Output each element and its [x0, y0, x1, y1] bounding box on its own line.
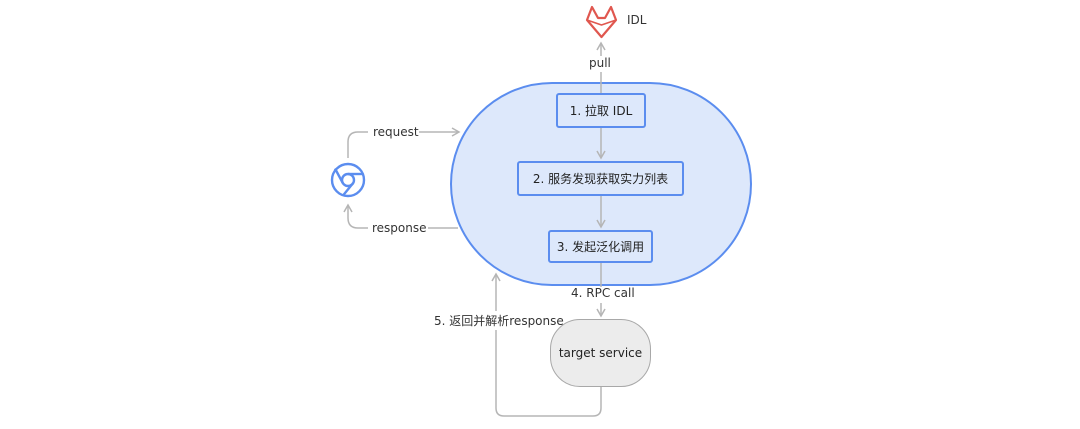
- idl-label: IDL: [627, 13, 647, 27]
- step-fetch-idl[interactable]: 1. 拉取 IDL: [556, 93, 646, 128]
- target-service-node[interactable]: target service: [550, 319, 651, 387]
- gitlab-icon: [585, 5, 618, 39]
- request-arrow: [347, 132, 459, 158]
- chrome-icon: [330, 162, 366, 198]
- return-arrow: [496, 274, 602, 417]
- step-service-discovery[interactable]: 2. 服务发现获取实力列表: [517, 161, 684, 196]
- step-generic-call[interactable]: 3. 发起泛化调用: [548, 230, 653, 263]
- pull-label: pull: [589, 56, 611, 70]
- response-arrow: [348, 205, 458, 229]
- return-label: 5. 返回并解析response: [434, 314, 564, 328]
- rpc-call-label: 4. RPC call: [571, 286, 635, 300]
- request-label: request: [373, 125, 419, 139]
- response-label: response: [372, 221, 427, 235]
